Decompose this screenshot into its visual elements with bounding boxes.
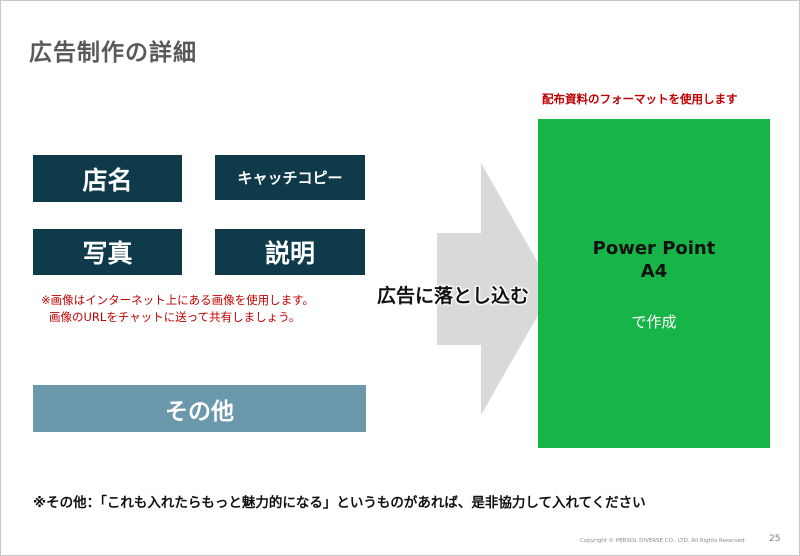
page-title: 広告制作の詳細 bbox=[29, 40, 197, 66]
catch-copy-box: キャッチコピー bbox=[215, 155, 365, 200]
right-arrow-icon bbox=[437, 163, 553, 415]
footer-note: ※その他：「これも入れたらもっと魅力的になる」というものがあれば、是非協力して入… bbox=[33, 495, 646, 511]
other-box: その他 bbox=[33, 385, 366, 432]
format-label: 配布資料のフォーマットを使用します bbox=[542, 92, 738, 106]
store-name-box: 店名 bbox=[33, 155, 182, 202]
page-number: 25 bbox=[769, 534, 781, 544]
image-note-line1: ※画像はインターネット上にある画像を使用します。 bbox=[41, 293, 314, 307]
photo-box: 写真 bbox=[33, 229, 182, 275]
image-note: ※画像はインターネット上にある画像を使用します。 画像のURLをチャットに送って… bbox=[41, 292, 314, 326]
format-subtitle: で作成 bbox=[631, 313, 677, 331]
powerpoint-format-box: Power Point A4 で作成 bbox=[538, 119, 770, 448]
format-title-line1: Power Point bbox=[592, 238, 716, 259]
copyright: Copyright © PERSOL DIVERSE CO., LTD. All… bbox=[580, 538, 747, 544]
image-note-line2: 画像のURLをチャットに送って共有しましょう。 bbox=[49, 310, 301, 324]
arrow-label: 広告に落とし込む bbox=[377, 285, 530, 307]
format-title: Power Point A4 bbox=[538, 237, 770, 283]
description-box: 説明 bbox=[215, 229, 365, 275]
format-title-line2: A4 bbox=[640, 261, 668, 282]
